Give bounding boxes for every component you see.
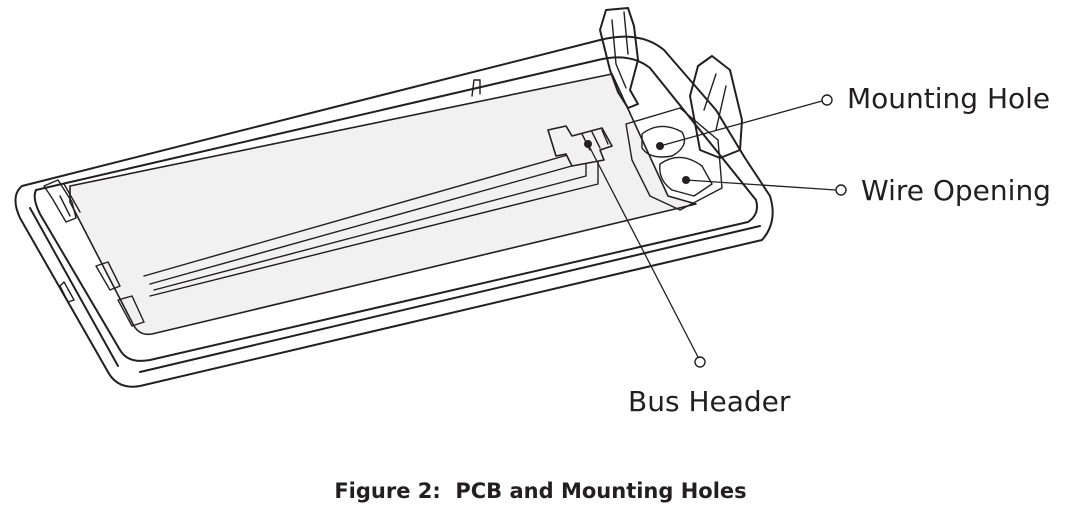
- wire-opening-leader: [685, 179, 837, 191]
- rear-wall-tab: [471, 79, 481, 97]
- antenna-wire-inner: [149, 161, 587, 291]
- housing-outer-shell: [14, 35, 774, 388]
- left-clip-bottom: [95, 261, 145, 327]
- left-clip-detail: [59, 183, 81, 217]
- wire-opening-leader-end: [682, 176, 690, 184]
- figure-caption: Figure 2: PCB and Mounting Holes: [334, 479, 747, 503]
- wire-opening: [659, 156, 713, 197]
- mounting-hole-leader: [659, 100, 823, 147]
- wire-opening-label: Wire Opening: [861, 174, 1051, 207]
- mounting-bay: [625, 107, 723, 211]
- bus-header-leader-ring: [694, 356, 706, 368]
- right-wing-detail: [703, 73, 727, 131]
- mounting-post: [599, 7, 639, 109]
- wire-opening-leader-ring: [835, 184, 847, 196]
- mounting-hole-leader-ring: [821, 94, 833, 106]
- mounting-hole-label: Mounting Hole: [847, 82, 1051, 115]
- side-latch: [59, 281, 75, 303]
- bus-header-leader: [587, 143, 699, 358]
- bus-header-connector: [547, 125, 613, 167]
- mounting-hole-leader-end: [656, 142, 664, 150]
- housing-lower-edge: [29, 207, 761, 373]
- pcb-board: [69, 73, 697, 336]
- bus-header-leader-end: [584, 140, 592, 148]
- mounting-hole: [641, 125, 686, 158]
- housing-inner-rim: [33, 56, 758, 362]
- right-wing: [689, 55, 743, 159]
- bus-header-label: Bus Header: [628, 385, 791, 418]
- left-clip-top: [43, 179, 77, 223]
- mounting-post-detail: [611, 11, 629, 89]
